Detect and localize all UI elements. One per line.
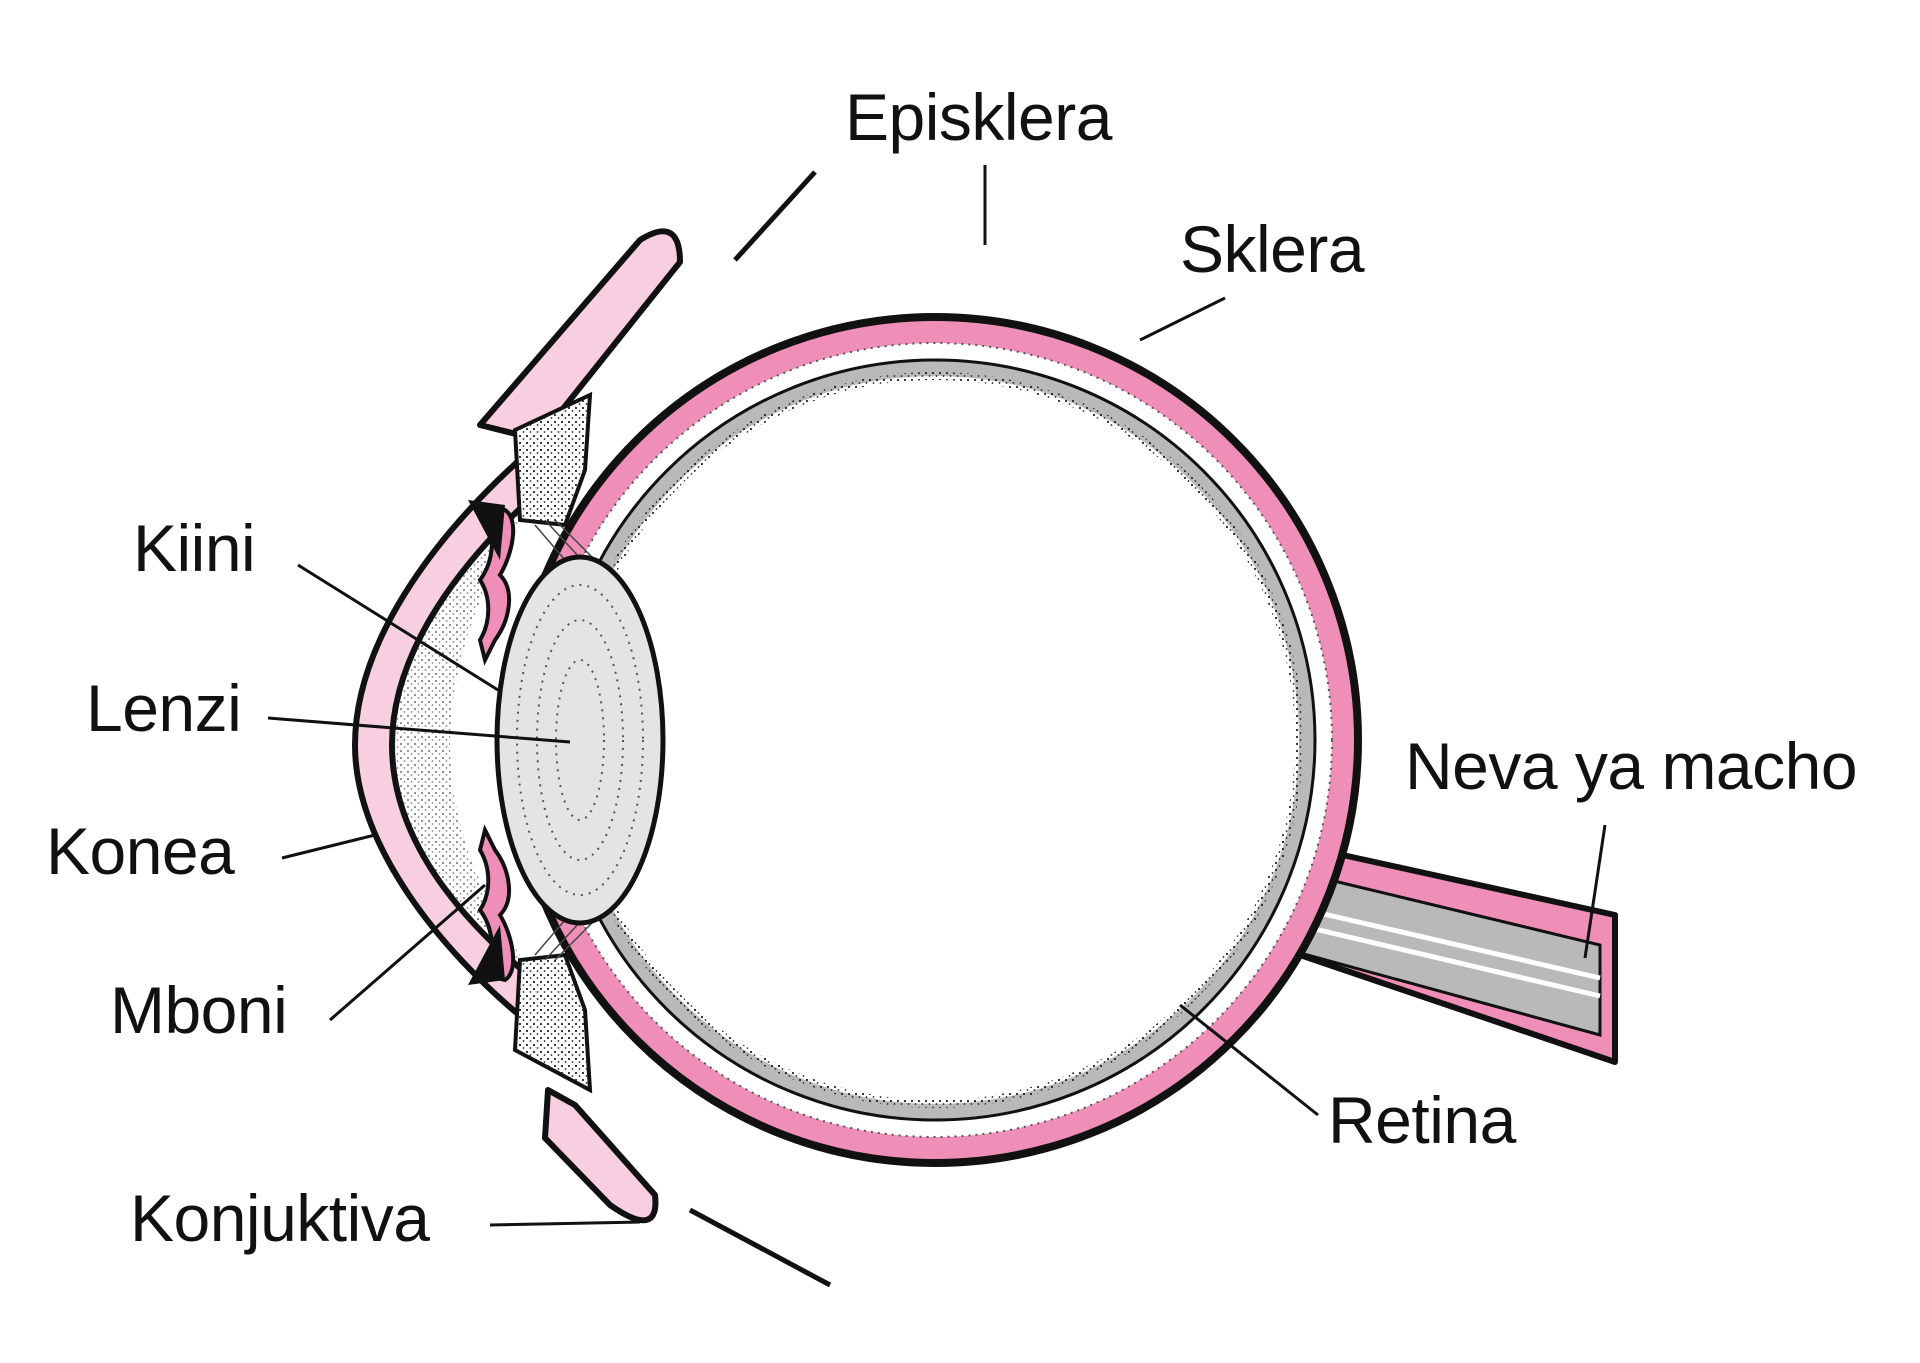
label-konea: Konea [46,814,235,888]
upper-lid-line [733,170,817,262]
label-retina: Retina [1328,1083,1516,1157]
zonules [534,519,596,961]
retina-layer [553,358,1317,1122]
upper-eyelid-fold [477,228,683,443]
label-mboni: Mboni [110,973,288,1047]
label-sklera: Sklera [1180,212,1365,286]
leader-retina [1179,1003,1319,1117]
lower-lid-line [688,1207,832,1288]
leader-mboni [329,883,486,1022]
leader-konjuktiva [489,1220,641,1227]
ciliary-body [512,391,593,1094]
label-konjuktiva: Konjuktiva [130,1181,430,1255]
label-episklera: Episklera [845,80,1112,154]
lens [494,554,666,926]
leader-kiini [297,563,499,692]
anterior-chamber [392,490,540,985]
label-lenzi: Lenzi [86,671,242,745]
lower-eyelid-fold [542,1087,659,1224]
iris [468,500,516,985]
leader-konea [281,833,376,860]
leader-neva [1583,824,1607,959]
leader-sklera [1139,296,1226,342]
label-neva-ya-macho: Neva ya macho [1405,729,1858,803]
label-kiini: Kiini [133,511,256,585]
leader-lenzi [267,716,571,744]
leader-lines [267,165,1607,1227]
